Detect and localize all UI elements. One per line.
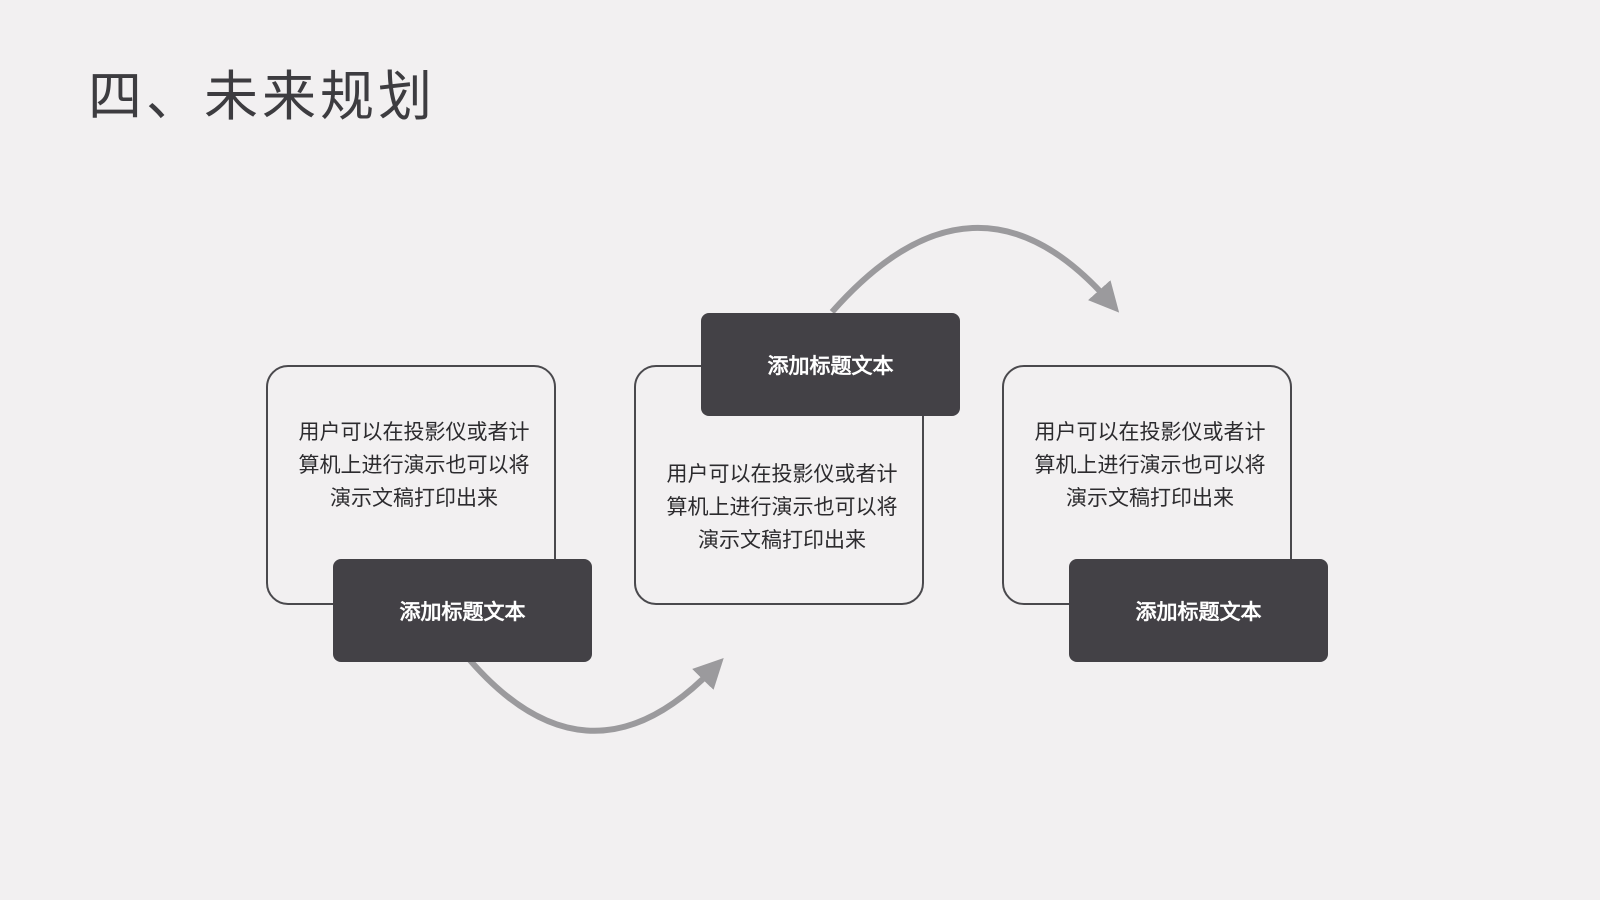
step-1-heading-box[interactable]: 添加标题文本 bbox=[333, 559, 592, 662]
step-1-body-line-1: 用户可以在投影仪或者计 bbox=[298, 420, 530, 444]
step-3-heading: 添加标题文本 bbox=[1135, 599, 1262, 624]
step-2-heading: 添加标题文本 bbox=[767, 353, 894, 378]
curved-arrow-icon-top bbox=[829, 225, 1120, 314]
step-1-body: 用户可以在投影仪或者计 算机上进行演示也可以将 演示文稿打印出来 bbox=[279, 416, 549, 515]
step-3-body-line-3: 演示文稿打印出来 bbox=[1066, 486, 1234, 510]
step-2-body-line-3: 演示文稿打印出来 bbox=[698, 528, 866, 552]
step-2-body: 用户可以在投影仪或者计 算机上进行演示也可以将 演示文稿打印出来 bbox=[647, 458, 917, 557]
step-3-heading-box[interactable]: 添加标题文本 bbox=[1069, 559, 1328, 662]
step-3-body: 用户可以在投影仪或者计 算机上进行演示也可以将 演示文稿打印出来 bbox=[1015, 416, 1285, 515]
step-2-body-line-1: 用户可以在投影仪或者计 bbox=[666, 462, 898, 486]
step-3-body-line-1: 用户可以在投影仪或者计 bbox=[1034, 420, 1266, 444]
step-1-heading: 添加标题文本 bbox=[399, 599, 526, 624]
step-2-heading-box[interactable]: 添加标题文本 bbox=[701, 313, 960, 416]
step-1-body-line-2: 算机上进行演示也可以将 bbox=[298, 453, 530, 477]
curved-arrow-icon-bottom bbox=[460, 650, 724, 734]
slide-title: 四、未来规划 bbox=[88, 65, 436, 128]
step-1-body-line-3: 演示文稿打印出来 bbox=[330, 486, 498, 510]
step-3-body-line-2: 算机上进行演示也可以将 bbox=[1034, 453, 1266, 477]
step-2-body-line-2: 算机上进行演示也可以将 bbox=[666, 495, 898, 519]
